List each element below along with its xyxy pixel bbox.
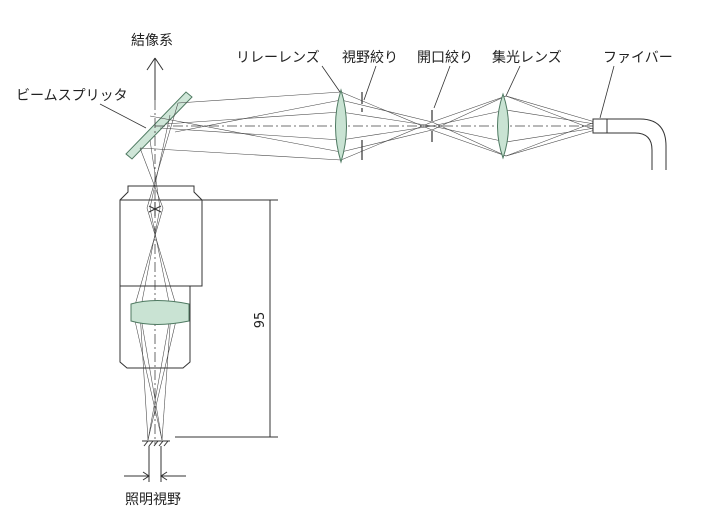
dimension-value: 95 — [253, 312, 268, 329]
relay-lens — [335, 88, 347, 164]
vertical-rays — [132, 102, 179, 441]
condenser-lens — [497, 92, 509, 160]
fiber — [592, 118, 667, 170]
illumination-field-marker — [124, 446, 186, 482]
crossover-mark — [148, 202, 162, 216]
optical-axis — [154, 100, 595, 445]
label-relay-lens: リレーレンズ — [236, 50, 320, 66]
sample-plane — [142, 440, 170, 447]
beam-splitter — [125, 91, 193, 160]
label-aperture-stop: 開口絞り — [417, 50, 473, 66]
leader-lines — [99, 65, 615, 129]
objective-housing — [119, 185, 203, 369]
objective-lens — [130, 300, 190, 325]
horizontal-rays — [139, 91, 596, 161]
label-fiber: ファイバー — [603, 50, 673, 66]
label-beam-splitter: ビームスプリッタ — [16, 88, 128, 104]
label-illumination-field: 照明視野 — [125, 492, 181, 508]
label-field-stop: 視野絞り — [342, 50, 398, 66]
imaging-system-arrow — [146, 57, 164, 100]
label-imaging-system: 結像系 — [131, 33, 173, 49]
dimension-line — [175, 199, 278, 438]
label-condenser-lens: 集光レンズ — [492, 49, 562, 66]
